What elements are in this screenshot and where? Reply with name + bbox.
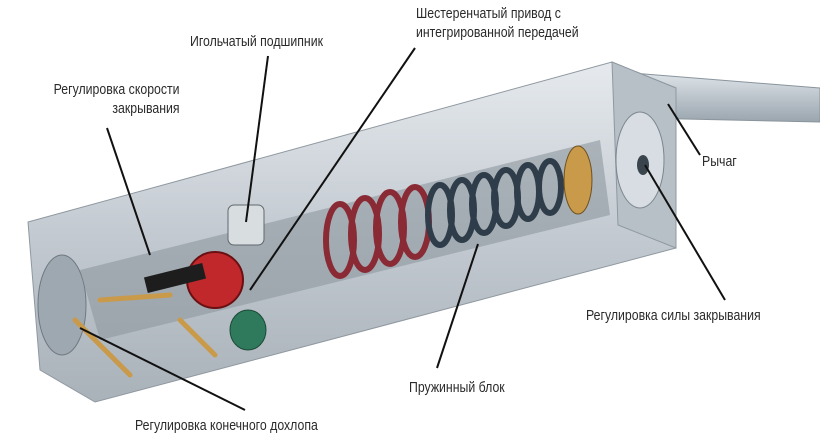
left-end-face xyxy=(37,254,87,356)
label-speed-adjust-line1: Регулировка скорости xyxy=(54,81,180,98)
label-force-adjust: Регулировка силы закрывания xyxy=(586,307,761,324)
leader-lines xyxy=(79,47,726,411)
label-latch-adjust: Регулировка конечного дохлопа xyxy=(135,417,318,434)
label-gear-drive-line1: Шестеренчатый привод с xyxy=(416,5,561,22)
adjust-nut xyxy=(229,309,267,351)
label-speed-adjust: Регулировка скорости закрывания xyxy=(54,80,180,118)
spring-block xyxy=(323,145,593,279)
label-speed-adjust-line2: закрывания xyxy=(112,100,180,117)
label-spring-block: Пружинный блок xyxy=(409,379,505,396)
needle-bearing xyxy=(227,204,265,246)
label-needle-bearing: Игольчатый подшипник xyxy=(190,33,323,50)
label-gear-drive: Шестеренчатый привод с интегрированной п… xyxy=(416,4,579,42)
label-gear-drive-line2: интегрированной передачей xyxy=(416,24,579,41)
label-lever: Рычаг xyxy=(702,153,737,170)
